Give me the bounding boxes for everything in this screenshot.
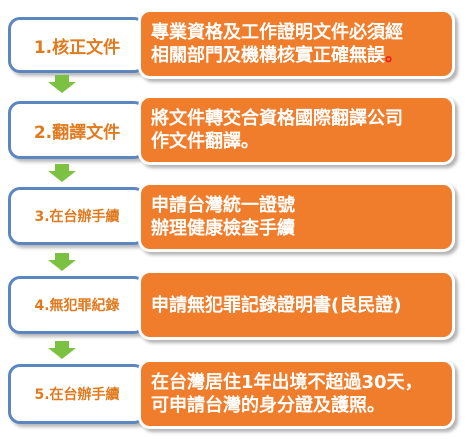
step-5-description-line-1: 在台灣居住1年出境不超過30天， — [151, 372, 423, 393]
down-arrow-icon — [48, 164, 76, 182]
step-5-label-box: 5.在台辦手續 — [8, 364, 146, 424]
step-1-label: 1.核正文件 — [33, 37, 121, 58]
down-arrow-icon — [48, 75, 76, 93]
step-3-label: 3.在台辦手續 — [34, 209, 120, 225]
step-4-label-box: 4.無犯罪紀錄 — [8, 276, 146, 334]
step-1-description-line-1: 專業資格及工作證明文件必須經 — [151, 22, 403, 43]
step-4-description-line-1: 申請無犯罪記錄證明書(良民證) — [151, 294, 402, 316]
step-2-description-line-2: 作文件翻譯。 — [151, 131, 259, 152]
step-5-description-box: 在台灣居住1年出境不超過30天， 可申請台灣的身分證及護照。 — [138, 359, 455, 429]
step-3-description-line-1: 申請台灣統一證號 — [151, 195, 295, 216]
step-2-label: 2.翻譯文件 — [33, 122, 121, 143]
step-1-label-box: 1.核正文件 — [8, 17, 146, 73]
step-2-label-box: 2.翻譯文件 — [8, 101, 146, 159]
step-5-label: 5.在台辦手續 — [34, 387, 120, 403]
step-3-label-box: 3.在台辦手續 — [8, 187, 146, 245]
step-1-description-line-2-text: 相關部門及機構核實正確無誤 — [151, 45, 385, 66]
step-5-description-line-2: 可申請台灣的身分證及護照。 — [151, 395, 385, 416]
step-3-description-line-2: 辦理健康檢查手續 — [151, 218, 295, 239]
down-arrow-icon — [48, 341, 76, 359]
step-1-description-line-2: 相關部門及機構核實正確無誤。 — [151, 44, 442, 67]
down-arrow-icon — [48, 253, 76, 271]
step-4-description-box: 申請無犯罪記錄證明書(良民證) — [138, 270, 455, 340]
step-3-description-box: 申請台灣統一證號 辦理健康檢查手續 — [138, 182, 455, 252]
step-2-description-line-1: 將文件轉交合資格國際翻譯公司 — [151, 108, 403, 129]
step-2-description-box: 將文件轉交合資格國際翻譯公司 作文件翻譯。 — [138, 95, 455, 165]
step-1-description-box: 專業資格及工作證明文件必須經 相關部門及機構核實正確無誤。 — [138, 9, 455, 79]
step-4-label: 4.無犯罪紀錄 — [34, 298, 120, 314]
step-1-accent-mark: 。 — [385, 45, 403, 66]
